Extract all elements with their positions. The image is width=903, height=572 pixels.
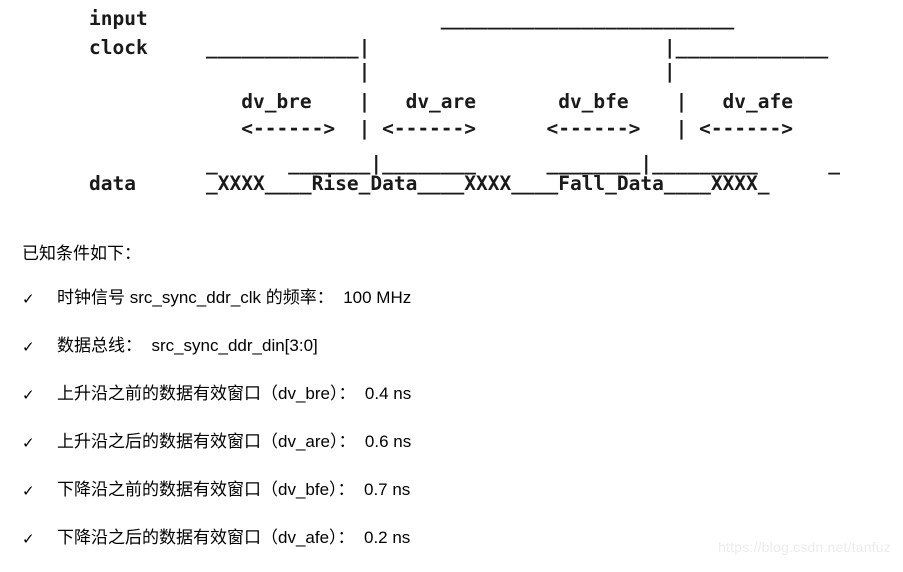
watermark: https://blog.csdn.net/tanfuz bbox=[718, 539, 891, 555]
list-item: ✓ 数据总线： src_sync_ddr_din[3:0] bbox=[0, 332, 903, 380]
conditions-list: ✓ 时钟信号 src_sync_ddr_clk 的频率： 100 MHz ✓ 数… bbox=[0, 284, 903, 572]
timing-diagram: input clock data _______________________… bbox=[0, 0, 903, 218]
input-label: input bbox=[89, 7, 148, 30]
condition-dv-bfe: 下降沿之前的数据有效窗口（dv_bfe）： 0.7 ns bbox=[57, 480, 411, 499]
list-item: ✓ 下降沿之前的数据有效窗口（dv_bfe）： 0.7 ns bbox=[0, 476, 903, 524]
condition-dv-afe: 下降沿之后的数据有效窗口（dv_afe）： 0.2 ns bbox=[57, 528, 411, 547]
list-item: ✓ 上升沿之前的数据有效窗口（dv_bre）： 0.4 ns bbox=[0, 380, 903, 428]
list-item: ✓ 时钟信号 src_sync_ddr_clk 的频率： 100 MHz bbox=[0, 284, 903, 332]
data-waveform-top: _ _______|________ ________|_________ _ bbox=[206, 152, 840, 175]
clock-label: clock bbox=[89, 36, 148, 59]
dv-window-arrows: <------> | <------> <------> | <------> bbox=[206, 117, 793, 140]
condition-dv-bre: 上升沿之前的数据有效窗口（dv_bre）： 0.4 ns bbox=[57, 384, 412, 403]
check-icon: ✓ bbox=[22, 530, 35, 548]
list-item: ✓ 下降沿之后的数据有效窗口（dv_afe）： 0.2 ns bbox=[0, 524, 903, 572]
data-label: data bbox=[89, 172, 136, 195]
data-waveform-text: _XXXX____Rise_Data____XXXX____Fall_Data_… bbox=[206, 172, 770, 195]
condition-dv-are: 上升沿之后的数据有效窗口（dv_are）： 0.6 ns bbox=[57, 432, 412, 451]
clock-edge-markers: | | bbox=[206, 60, 676, 83]
list-item: ✓ 上升沿之后的数据有效窗口（dv_are）： 0.6 ns bbox=[0, 428, 903, 476]
check-icon: ✓ bbox=[22, 338, 35, 356]
check-icon: ✓ bbox=[22, 290, 35, 308]
condition-data-bus: 数据总线： src_sync_ddr_din[3:0] bbox=[57, 336, 318, 355]
check-icon: ✓ bbox=[22, 386, 35, 404]
check-icon: ✓ bbox=[22, 482, 35, 500]
conditions-intro: 已知条件如下： bbox=[22, 244, 141, 263]
clock-low-waveform: _____________| |_____________ bbox=[206, 36, 829, 59]
dv-window-labels: dv_bre | dv_are dv_bfe | dv_afe bbox=[206, 90, 793, 113]
clock-high-waveform: _________________________ bbox=[206, 7, 735, 30]
check-icon: ✓ bbox=[22, 434, 35, 452]
condition-clock-frequency: 时钟信号 src_sync_ddr_clk 的频率： 100 MHz bbox=[57, 288, 412, 307]
